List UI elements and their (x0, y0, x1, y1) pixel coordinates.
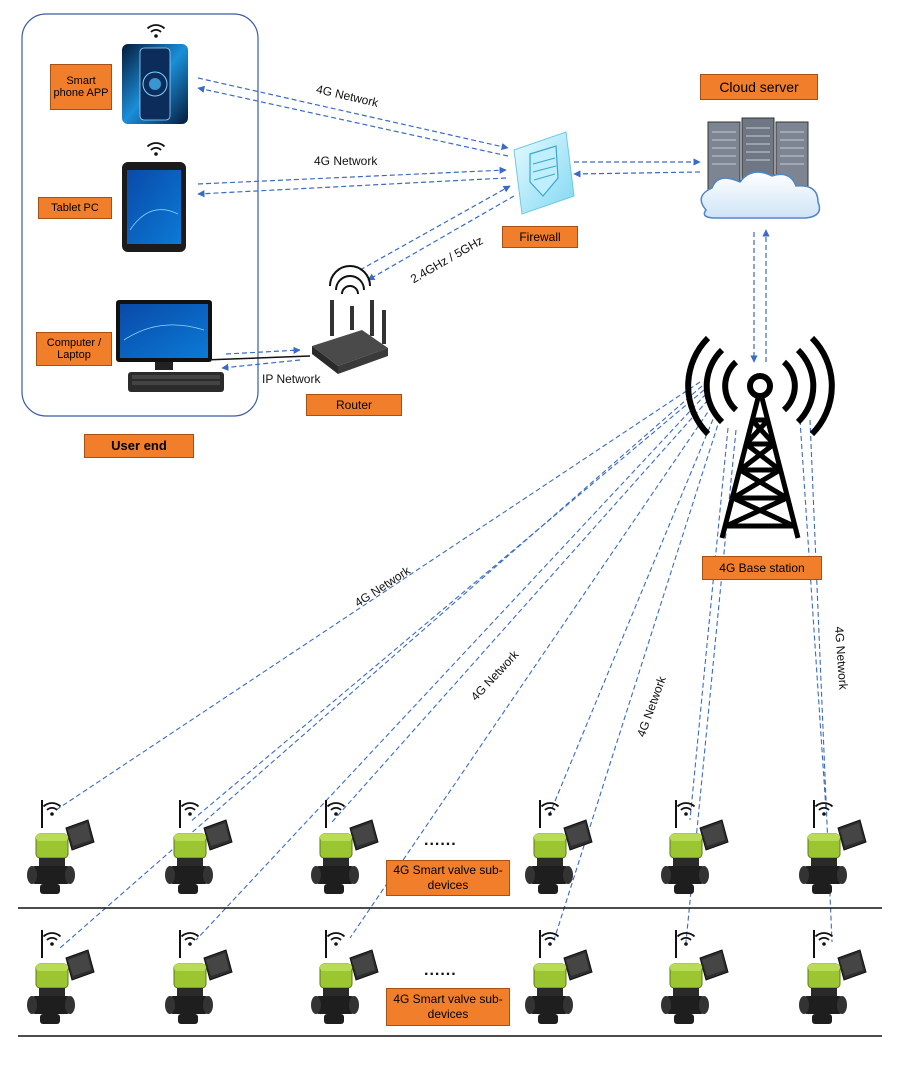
user-end-frame (21, 13, 259, 417)
smart-valve-icon (311, 930, 378, 1024)
smart-valve-icon (799, 800, 866, 894)
smart-valve-icon (661, 800, 728, 894)
router-label: Router (306, 394, 402, 416)
user-end-label: User end (84, 434, 194, 458)
smart-valve-icon (525, 800, 592, 894)
smartphone-app-label: Smart phone APP (50, 64, 112, 110)
smart-valve-icon (165, 930, 232, 1024)
row1-ellipsis: ...... (424, 832, 457, 849)
smart-valve-icon (799, 930, 866, 1024)
smart-valve-icon (525, 930, 592, 1024)
smart-valve-icon (27, 930, 94, 1024)
firewall-icon (513, 131, 575, 215)
smart-valve-icon (27, 800, 94, 894)
cloud-server-label: Cloud server (700, 74, 818, 100)
firewall-label: Firewall (502, 226, 578, 248)
top-connections (197, 77, 770, 371)
smartphone-icon (122, 24, 188, 124)
row2-ellipsis: ...... (424, 962, 457, 979)
valves-row1-label: 4G Smart valve sub-devices (386, 860, 510, 896)
smart-valve-icon (311, 800, 378, 894)
router-icon (312, 265, 388, 374)
valves-row2-label: 4G Smart valve sub-devices (386, 988, 510, 1026)
tablet-icon (122, 142, 186, 252)
computer-icon (116, 300, 224, 392)
tablet-pc-label: Tablet PC (38, 197, 112, 219)
cloud-server-icon (700, 117, 821, 219)
base-station-label: 4G Base station (702, 556, 822, 580)
smart-valve-icon (661, 930, 728, 1024)
smart-valve-icon (165, 800, 232, 894)
ethernet-cable (203, 355, 311, 361)
tablet-firewall-link-label: 4G Network (314, 154, 378, 168)
base-station-tower-icon (685, 335, 835, 539)
computer-laptop-label: Computer / Laptop (36, 332, 112, 366)
computer-router-link-label: IP Network (262, 372, 321, 386)
